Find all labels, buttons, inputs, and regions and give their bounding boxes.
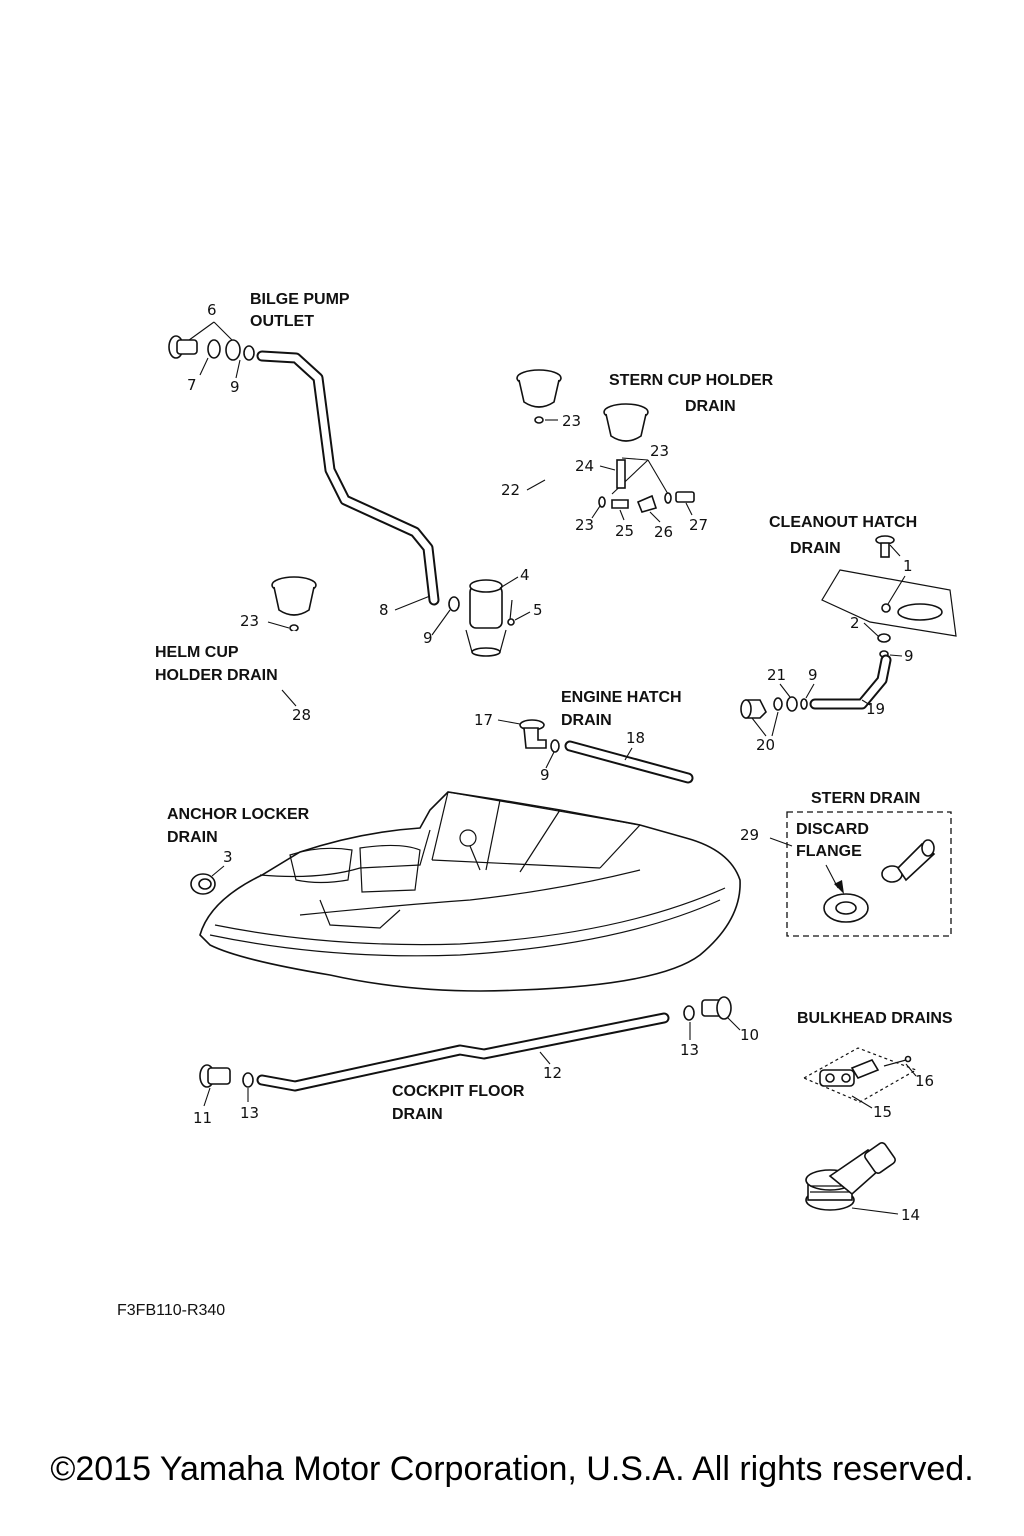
helm-cup-holder-drain-group: 23 HELM CUP HOLDER DRAIN 28 [154,576,317,748]
callout-25: 25 [615,522,634,540]
callout-13a: 13 [680,1041,699,1059]
washer-part [207,339,221,359]
drain-fitting-part [701,996,732,1020]
bulkhead-drains-label: BULKHEAD DRAINS [797,1010,953,1027]
callout-4: 4 [520,566,530,584]
cleanout-hatch-drain-group: CLEANOUT HATCH DRAIN 1 2 9 19 21 9 [740,514,957,754]
diagram-code: F3FB110-R340 [117,1302,225,1319]
engine-hatch-drain-group: ENGINE HATCH DRAIN 17 9 18 [474,689,694,784]
callout-17: 17 [474,711,493,729]
elbow-fitting-part [740,699,767,719]
engine-hatch-label-2: DRAIN [561,712,612,729]
callout-12: 12 [543,1064,562,1082]
drain-fitting-part [199,1064,231,1088]
stern-cup-holder-label-2: DRAIN [685,398,736,415]
clamp-part [448,596,460,612]
cockpit-floor-drain-group: 12 COCKPIT FLOOR DRAIN 11 13 10 13 [193,996,759,1127]
callout-16: 16 [915,1072,934,1090]
bilge-outlet-hose [256,350,440,606]
cockpit-floor-label-2: DRAIN [392,1106,443,1123]
callout-11: 11 [193,1109,212,1127]
discard-label-1: DISCARD [796,821,869,838]
cockpit-floor-label-1: COCKPIT FLOOR [392,1083,525,1100]
bilge-pump-outlet-label-1: BILGE PUMP [250,291,350,308]
hatch-panel [821,569,957,637]
tube-part [616,459,626,489]
callout-18: 18 [626,729,645,747]
callout-21: 21 [767,666,786,684]
drain-plug-part [881,839,936,883]
callout-3: 3 [223,848,233,866]
tee-fitting-part [611,499,629,509]
callout-9a: 9 [230,378,240,396]
nut-part [225,339,241,361]
cleanout-hatch-label-2: DRAIN [790,540,841,557]
callout-9c: 9 [808,666,818,684]
callout-23b: 23 [650,442,669,460]
callout-27: 27 [689,516,708,534]
discard-label-2: FLANGE [796,843,862,860]
screw-part [875,535,895,558]
callout-15: 15 [873,1103,892,1121]
callout-28: 28 [292,706,311,724]
anchor-locker-label-1: ANCHOR LOCKER [167,806,310,823]
callout-14: 14 [901,1206,920,1224]
callout-13b: 13 [240,1104,259,1122]
stern-cup-holder-label-1: STERN CUP HOLDER [609,372,774,389]
callout-24: 24 [575,457,594,475]
cup-holder-part [271,576,317,616]
callout-1: 1 [903,557,913,575]
callout-19: 19 [866,700,885,718]
helm-cup-label-1: HELM CUP [155,644,239,661]
anchor-locker-drain-group: ANCHOR LOCKER DRAIN 3 [167,806,310,895]
bulkhead-drain-part [819,1059,880,1087]
flange-part [823,893,869,923]
clamp-part [243,345,255,361]
stern-drain-group: STERN DRAIN DISCARD FLANGE 29 [740,790,952,937]
callout-22: 22 [501,481,520,499]
cup-holder-part [603,403,649,442]
callout-7: 7 [187,376,197,394]
callout-2: 2 [850,614,860,632]
anchor-locker-label-2: DRAIN [167,829,218,846]
stern-cup-holder-drain-group: STERN CUP HOLDER DRAIN 23 23 24 22 23 25… [501,369,774,541]
fitting-part [675,491,695,503]
callout-26: 26 [654,523,673,541]
washer-part [877,633,891,643]
cleanout-hatch-label-1: CLEANOUT HATCH [769,514,917,531]
callout-5: 5 [533,601,543,619]
bilge-pump-outlet-group: BILGE PUMP OUTLET 6 7 9 [168,291,440,606]
stern-drain-box [786,811,952,937]
stern-drain-label: STERN DRAIN [811,790,920,807]
elbow-part [636,494,658,513]
callout-20: 20 [756,736,775,754]
cup-holder-part [516,369,562,408]
callout-23a: 23 [562,412,581,430]
drain-fitting-part [519,719,547,749]
callout-9e: 9 [540,766,550,784]
bilge-pump-outlet-label-2: OUTLET [250,313,314,330]
bulkhead-drains-group: BULKHEAD DRAINS 16 15 14 [797,1010,953,1224]
engine-hatch-label-1: ENGINE HATCH [561,689,682,706]
helm-cup-label-2: HOLDER DRAIN [155,667,278,684]
thru-hull-fitting-part [168,335,198,359]
bilge-pump-group: 4 5 8 9 [379,566,543,657]
callout-23c: 23 [575,516,594,534]
callout-9b: 9 [904,647,914,665]
callout-8: 8 [379,601,389,619]
copyright-notice: ©2015 Yamaha Motor Corporation, U.S.A. A… [50,1450,974,1488]
boat-hull-illustration [199,791,741,992]
callout-29: 29 [740,826,759,844]
callout-9d: 9 [423,629,433,647]
callout-6: 6 [207,301,217,319]
callout-10: 10 [740,1026,759,1044]
bulkhead-drain-plug-part [805,1142,896,1211]
callout-23d: 23 [240,612,259,630]
